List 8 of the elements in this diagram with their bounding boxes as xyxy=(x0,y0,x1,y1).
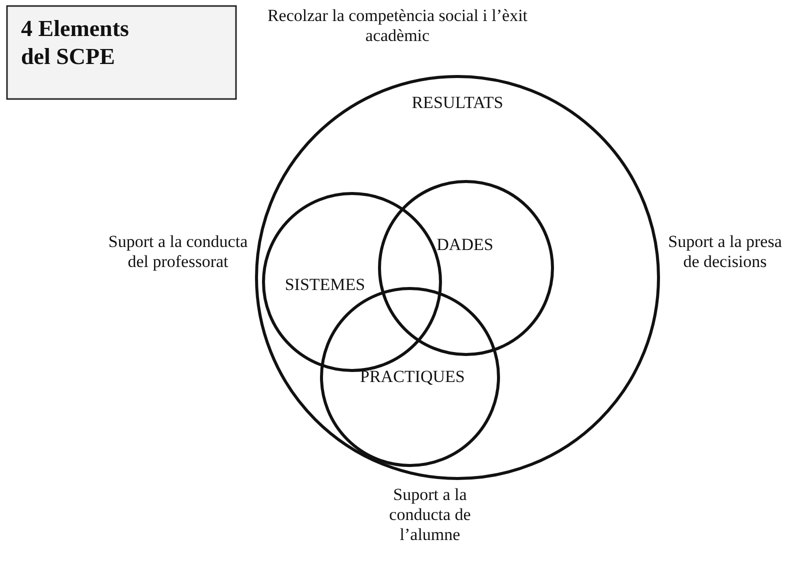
outer-label: Suport a la conducta de l’alumne xyxy=(388,485,472,545)
circle-label: SISTEMES xyxy=(284,275,366,295)
circle-label: RESULTATS xyxy=(410,93,504,113)
circle-label: DADES xyxy=(436,235,494,255)
outer-label: Suport a la conducta del professorat xyxy=(108,232,248,272)
outer-label: Recolzar la competència social i l’èxit acadèmic xyxy=(266,6,529,46)
title-text: 4 Elements del SCPE xyxy=(21,15,130,70)
outer-label: Suport a la presa de decisions xyxy=(667,232,783,272)
